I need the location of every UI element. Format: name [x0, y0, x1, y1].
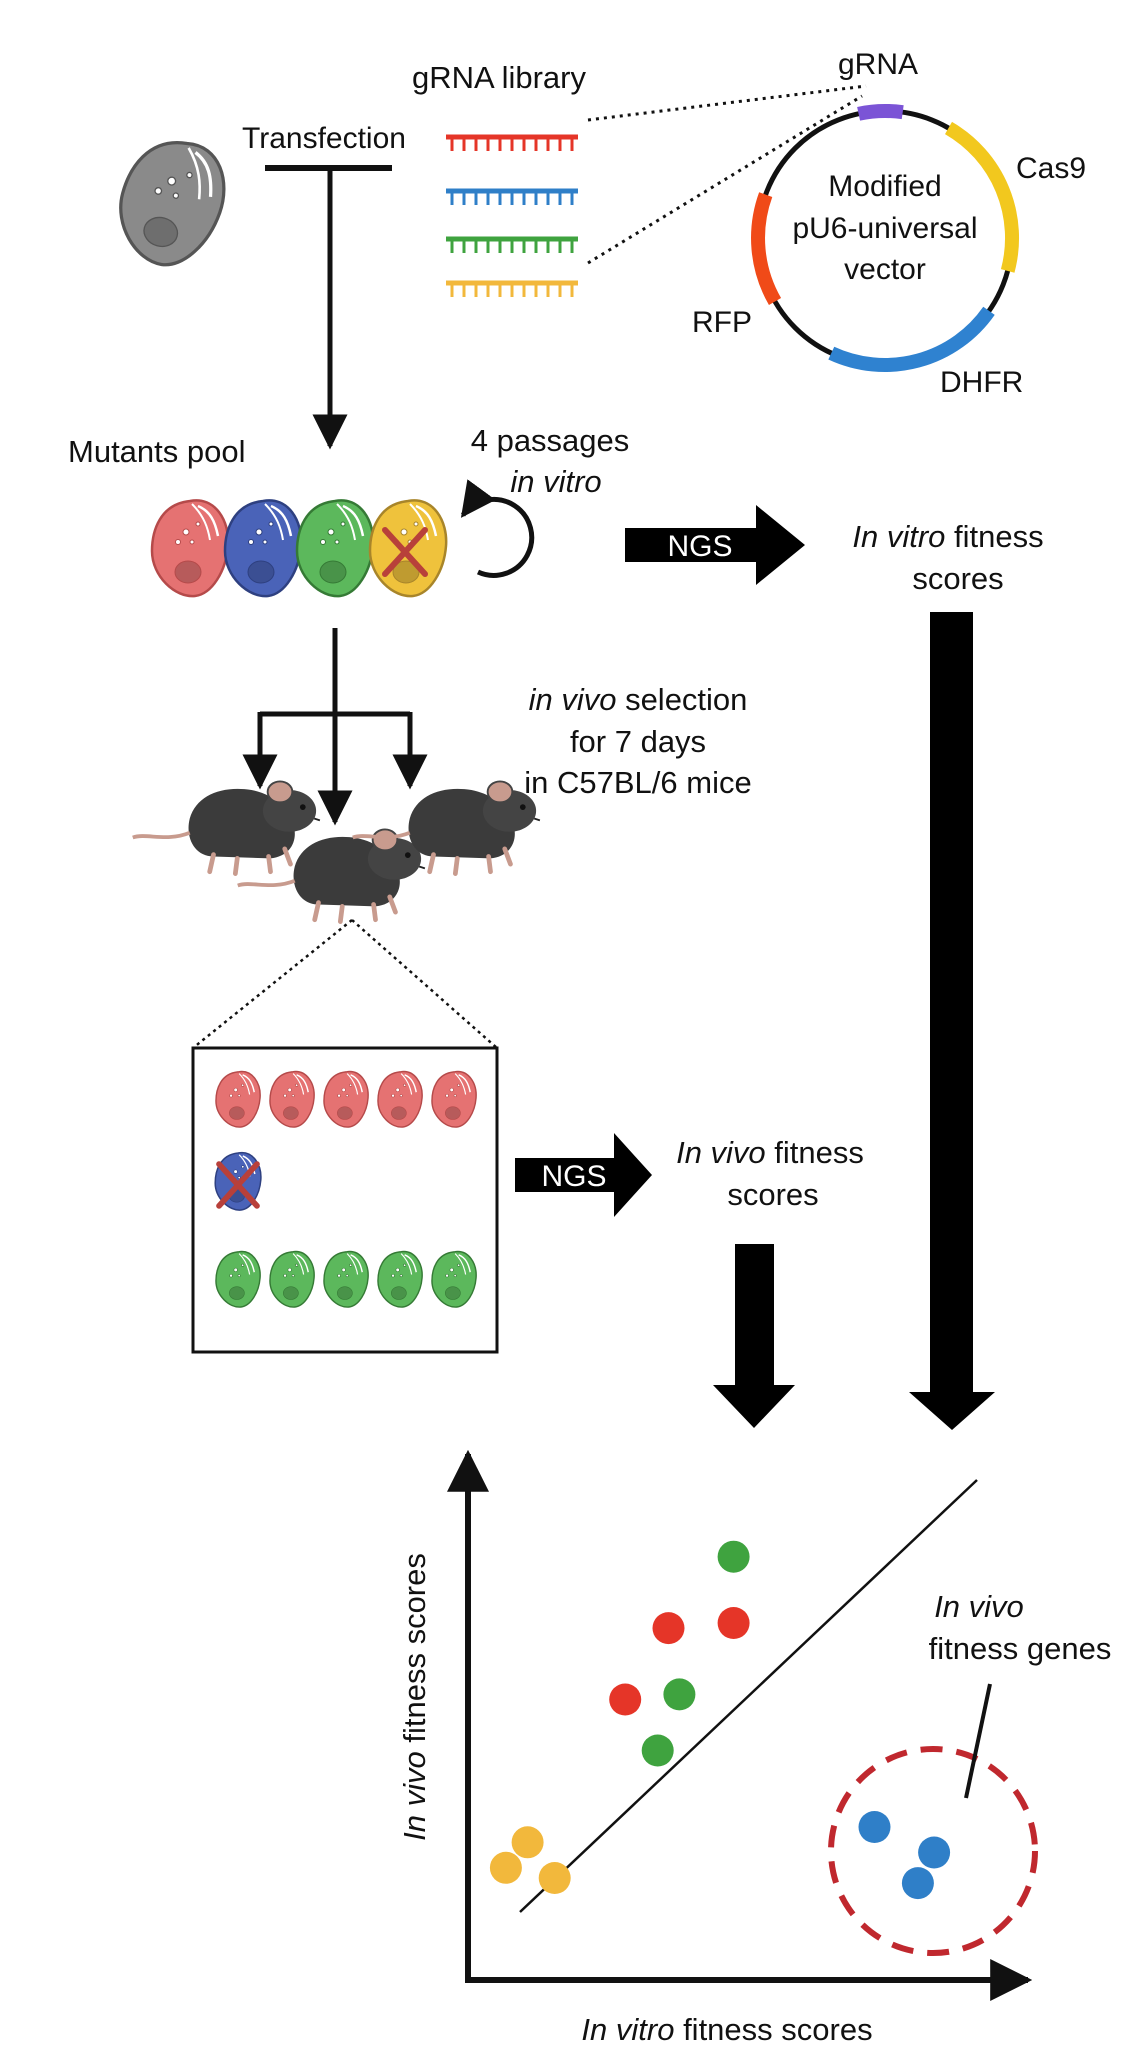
mutants-pool-label: Mutants pool: [68, 434, 246, 469]
grna-library-label: gRNA library: [412, 60, 586, 95]
grna-library-icon: [446, 134, 578, 297]
plasmid-vector: Modified pU6-universal vector: [751, 103, 1019, 372]
y-axis-label: In vivo fitness scores: [397, 1553, 432, 1841]
cas9-label: Cas9: [1016, 152, 1086, 185]
grna-comb: [446, 188, 578, 205]
scatter-point: [663, 1678, 696, 1711]
ngs-arrow-bottom: [515, 1133, 652, 1217]
zoom-line-left: [192, 919, 353, 1049]
red-cell: [269, 1070, 315, 1128]
ngs-arrow-top: [625, 505, 805, 585]
ngs-label-bottom: NGS: [541, 1160, 606, 1193]
red-cell: [377, 1070, 423, 1128]
big-arrow-right: [909, 612, 995, 1430]
selection-label-line2: for 7 days: [570, 724, 706, 759]
zoom-line-right: [351, 919, 498, 1049]
scatter-points: [489, 1540, 951, 1900]
rfp-label: RFP: [692, 306, 752, 339]
vector-label-line3: vector: [844, 253, 926, 286]
green-cell: [215, 1250, 261, 1308]
green-cell: [269, 1250, 315, 1308]
grna-comb: [446, 236, 578, 253]
vector-label-line1: Modified: [828, 170, 941, 203]
grna-dotted-line-bottom: [587, 94, 863, 265]
mutant-cell-green: [295, 499, 375, 598]
grna-comb: [446, 134, 578, 151]
fitness-genes-pointer: [964, 1683, 992, 1799]
in-vitro-scores-label-line2: scores: [912, 561, 1003, 596]
red-cell: [215, 1070, 261, 1128]
grna-dotted-line-top: [587, 84, 867, 122]
transfection-label: Transfection: [242, 122, 406, 155]
scatter-point: [489, 1851, 522, 1884]
passages-label-line1: 4 passages: [471, 423, 630, 458]
mouse-icon-left: [133, 781, 320, 873]
selection-label-line3: in C57BL/6 mice: [524, 765, 751, 800]
parasite-icon: [105, 128, 237, 278]
trend-line: [519, 1479, 978, 1913]
scatter-point: [609, 1683, 642, 1716]
x-axis-label: In vitro fitness scores: [581, 2012, 872, 2047]
scatter-chart: In vitro fitness scores In vivo fitness …: [397, 1449, 1112, 2047]
red-cell: [431, 1070, 477, 1128]
ngs-label-top: NGS: [667, 530, 732, 563]
scatter-point: [858, 1811, 891, 1843]
in-vivo-scores-label-line2: scores: [727, 1177, 818, 1212]
big-arrow-middle: [713, 1244, 795, 1428]
vector-label-line2: pU6-universal: [792, 212, 977, 245]
mutant-cell-red: [150, 499, 230, 598]
scatter-point: [717, 1540, 750, 1573]
scatter-point: [538, 1862, 571, 1894]
dhfr-label: DHFR: [940, 366, 1023, 399]
scatter-point: [511, 1826, 544, 1859]
cas9-segment: [944, 121, 1019, 273]
grna-label: gRNA: [838, 48, 918, 81]
green-cell: [377, 1250, 423, 1308]
rfp-segment: [751, 192, 782, 305]
mutant-cell-blue: [223, 499, 303, 598]
scatter-point: [918, 1836, 951, 1869]
scatter-point: [901, 1867, 934, 1900]
fitness-genes-dashed-circle: [828, 1746, 1038, 1956]
red-cell: [323, 1070, 369, 1128]
green-cell: [323, 1250, 369, 1308]
selection-label-line1: in vivo selection: [529, 682, 748, 717]
in-vivo-scores-label: In vivo fitness: [676, 1135, 864, 1170]
in-vitro-scores-label: In vitro fitness: [852, 519, 1043, 554]
passages-label-line2: in vitro: [510, 464, 601, 499]
fitness-genes-label-line1: In vivo: [934, 1589, 1024, 1624]
dhfr-segment: [828, 306, 995, 372]
scatter-point: [717, 1607, 750, 1639]
grna-segment: [857, 103, 904, 121]
scatter-point: [652, 1612, 685, 1645]
passage-loop-icon: [460, 479, 535, 578]
scatter-point: [641, 1734, 674, 1767]
grna-comb: [446, 280, 578, 297]
green-cell: [431, 1250, 477, 1308]
fitness-genes-label-line2: fitness genes: [929, 1631, 1112, 1666]
